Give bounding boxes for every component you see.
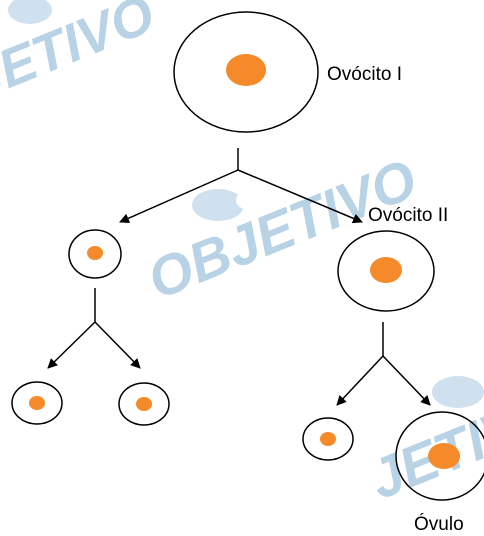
oocyte-2-label: Ovócito II xyxy=(368,205,448,226)
oocyte-1-label: Ovócito I xyxy=(327,64,402,85)
ovum-cell xyxy=(395,411,484,501)
branch-connector-2 xyxy=(47,288,141,369)
branch-connector-3 xyxy=(336,322,431,406)
watermark-logo-bottom-right xyxy=(432,376,484,408)
polar-body-2a xyxy=(11,381,63,425)
polar-body-2b xyxy=(118,382,170,426)
nucleus xyxy=(320,432,336,446)
nucleus xyxy=(29,396,45,410)
nucleus xyxy=(87,246,103,260)
nucleus xyxy=(226,54,266,86)
nucleus xyxy=(428,443,460,469)
polar-body-3 xyxy=(302,417,354,461)
branch-connector-1 xyxy=(119,148,363,224)
watermark-logo-top-left xyxy=(8,0,52,24)
nucleus xyxy=(136,397,152,411)
ovum-label: Óvulo xyxy=(414,513,464,535)
polar-body-1 xyxy=(68,229,122,279)
watermark-logo-center xyxy=(192,189,264,221)
oocyte-2-cell xyxy=(337,230,435,312)
nucleus xyxy=(370,257,402,283)
oocyte-1-cell xyxy=(173,11,319,133)
